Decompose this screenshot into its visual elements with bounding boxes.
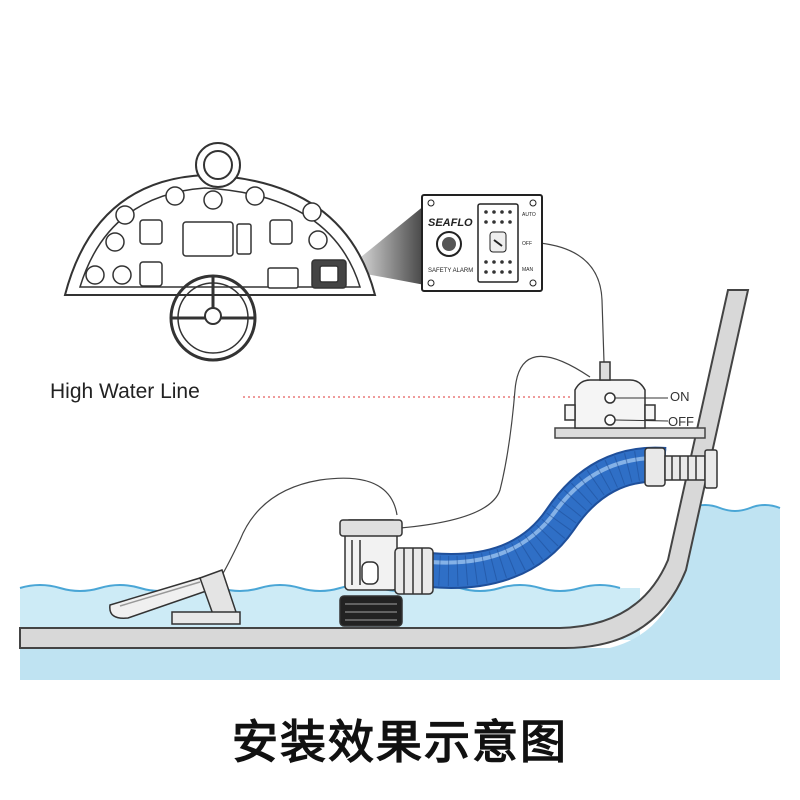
discharge-hose xyxy=(428,446,667,589)
float-switch-on-label: ON xyxy=(670,389,690,404)
panel-mode-off: OFF xyxy=(522,241,532,247)
safety-alarm-panel: SEAFLO SAFETY ALARM AUTO OFF MAN xyxy=(421,194,543,292)
wiring xyxy=(221,242,605,576)
high-water-line-label: High Water Line xyxy=(50,380,200,403)
bilge-pump xyxy=(339,519,434,627)
panel-alarm-text: SAFETY ALARM xyxy=(428,268,473,274)
boat-hull xyxy=(19,289,750,649)
mounting-shelf xyxy=(554,427,706,439)
float-switch-upper xyxy=(564,361,656,429)
diagram-caption: 安装效果示意图 xyxy=(232,715,568,769)
thru-hull-fitting xyxy=(644,447,718,489)
float-switch-off-label: OFF xyxy=(668,414,694,429)
float-switch xyxy=(109,569,241,625)
off-leader xyxy=(614,419,669,422)
boat-dashboard xyxy=(63,142,377,362)
panel-mode-man: MAN xyxy=(522,267,534,273)
panel-mode-auto: AUTO xyxy=(522,212,536,218)
panel-brand: SEAFLO xyxy=(428,217,473,229)
